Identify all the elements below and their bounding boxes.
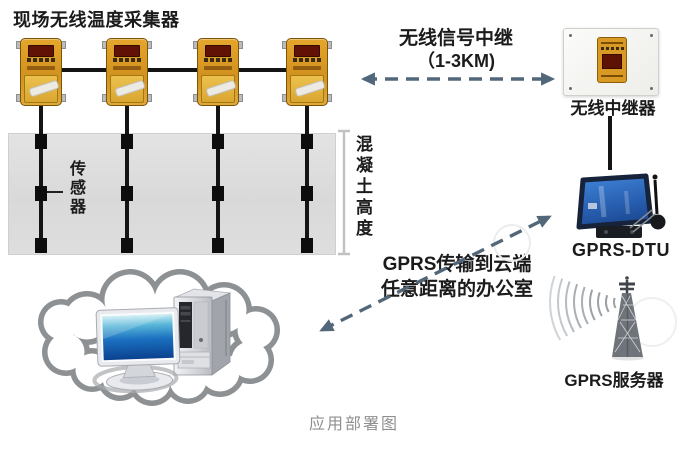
- cable-coil: [28, 79, 60, 98]
- dtu-label: GPRS-DTU: [572, 240, 670, 260]
- collector-body: [106, 38, 148, 106]
- sensor-label: 传感器: [67, 160, 84, 217]
- temperature-collector-icon: [193, 38, 243, 106]
- cable-coil: [294, 79, 326, 98]
- label-strip: [293, 66, 321, 70]
- relay-link-label: 无线信号中继 （1-3KM): [372, 27, 540, 73]
- diagram-caption: 应用部署图: [308, 416, 399, 433]
- button-row: [198, 58, 238, 62]
- antenna-icon: [629, 174, 666, 233]
- repeater-label: 无线中继器: [570, 99, 656, 118]
- radio-tower-icon: [612, 276, 644, 361]
- collector-body: [20, 38, 62, 106]
- led-display: [294, 45, 320, 57]
- screw: [650, 87, 653, 90]
- lower-panel: [201, 75, 237, 103]
- repeater-module: [597, 37, 627, 83]
- screw: [569, 87, 572, 90]
- sensor-node-icon: [35, 134, 313, 253]
- relay-link-line2: （1-3KM): [416, 51, 495, 71]
- cable-coil: [205, 79, 237, 98]
- led-display: [205, 45, 231, 57]
- button-row: [21, 58, 61, 62]
- gprs-dashed-arrow: [319, 215, 552, 332]
- label-strip: [27, 66, 55, 70]
- relay-link-line1: 无线信号中继: [398, 28, 513, 49]
- label-strip: [601, 42, 623, 44]
- server-label: GPRS服务器: [564, 371, 664, 390]
- lower-panel: [110, 75, 146, 103]
- screw: [650, 34, 653, 37]
- collector-body: [197, 38, 239, 106]
- screw: [569, 34, 572, 37]
- diagram-title: 现场无线温度采集器: [13, 10, 180, 30]
- led-display: [602, 54, 622, 69]
- button-row: [598, 47, 626, 50]
- temperature-collector-icon: [16, 38, 66, 106]
- desktop-computer-icon: [92, 288, 232, 394]
- radio-waves-icon: [549, 275, 617, 341]
- wireless-repeater-icon: [563, 28, 659, 96]
- label-strip: [113, 66, 141, 70]
- lower-panel: [290, 75, 326, 103]
- cable-coil: [114, 79, 146, 98]
- concrete-height-label: 混凝土高度: [353, 135, 372, 240]
- dimension-bracket-icon: [338, 129, 350, 256]
- lower-panel: [24, 75, 60, 103]
- sensor-cables: [39, 104, 309, 252]
- button-row: [287, 58, 327, 62]
- concrete-slab: [8, 133, 336, 255]
- temperature-collector-icon: [282, 38, 332, 106]
- label-strip: [601, 75, 623, 77]
- button-row: [107, 58, 147, 62]
- watermark-circles: [493, 224, 677, 347]
- led-display: [114, 45, 140, 57]
- temperature-collector-icon: [102, 38, 152, 106]
- label-strip: [204, 66, 232, 70]
- collector-body: [286, 38, 328, 106]
- gprs-dtu-icon: [576, 173, 654, 238]
- led-display: [28, 45, 54, 57]
